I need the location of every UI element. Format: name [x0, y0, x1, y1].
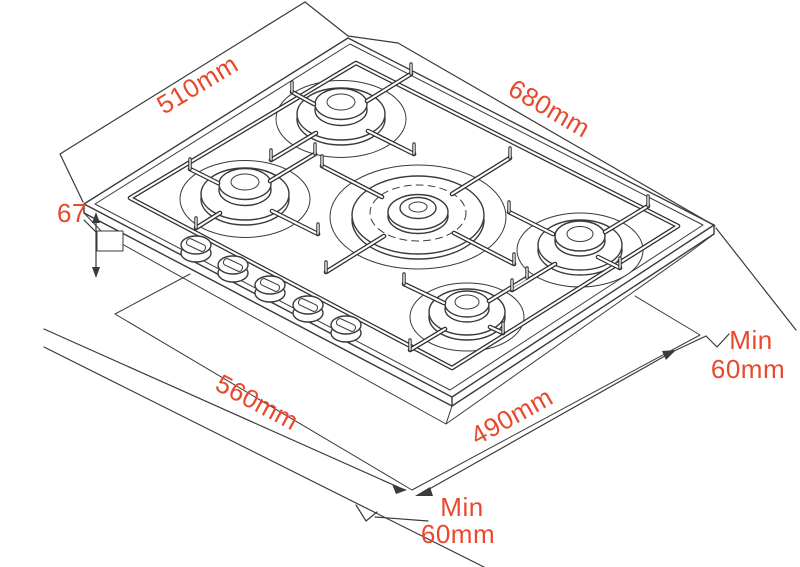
worktop-right-edge — [715, 227, 797, 331]
dimension-label-67: 67 — [57, 198, 87, 228]
pan-support-bars — [187, 62, 651, 353]
clearance-front-annotation: Min 60mm — [355, 492, 495, 549]
hob-top-inner-rim — [94, 43, 704, 391]
worktop-outline — [43, 227, 797, 567]
cutout-outline — [114, 273, 701, 491]
clearance-side-annotation: Min 60mm — [705, 325, 785, 384]
dimension-line-67 — [83, 213, 97, 277]
clearance-side-label-line2: 60mm — [711, 354, 785, 384]
height-detail-block — [96, 230, 124, 252]
dimension-line-510 — [59, 1, 349, 203]
dimension-line-680 — [347, 35, 716, 227]
control-knob-1 — [180, 235, 212, 263]
clearance-front-label-line1: Min — [440, 492, 483, 522]
control-knob-4 — [292, 295, 324, 323]
dimension-hob-height: 67 — [57, 198, 100, 278]
clearance-side-bracket — [705, 333, 730, 348]
cutout-edges — [114, 273, 701, 491]
control-knobs — [180, 235, 362, 343]
dimension-label-560: 560mm — [211, 368, 304, 436]
control-knob-3 — [254, 275, 286, 303]
dimension-label-510: 510mm — [151, 48, 243, 120]
hob-lower-body — [83, 212, 715, 425]
clearance-front-label-line2: 60mm — [421, 519, 495, 549]
clearance-front-bracket — [355, 504, 429, 522]
dimension-label-490: 490mm — [465, 381, 558, 450]
worktop-front-left-edge — [43, 346, 485, 567]
control-knob-5 — [330, 315, 362, 343]
clearance-side-label-line1: Min — [729, 325, 772, 355]
pan-support-frame — [127, 60, 681, 371]
dimension-line-560 — [43, 328, 399, 488]
control-knob-2 — [217, 255, 249, 283]
